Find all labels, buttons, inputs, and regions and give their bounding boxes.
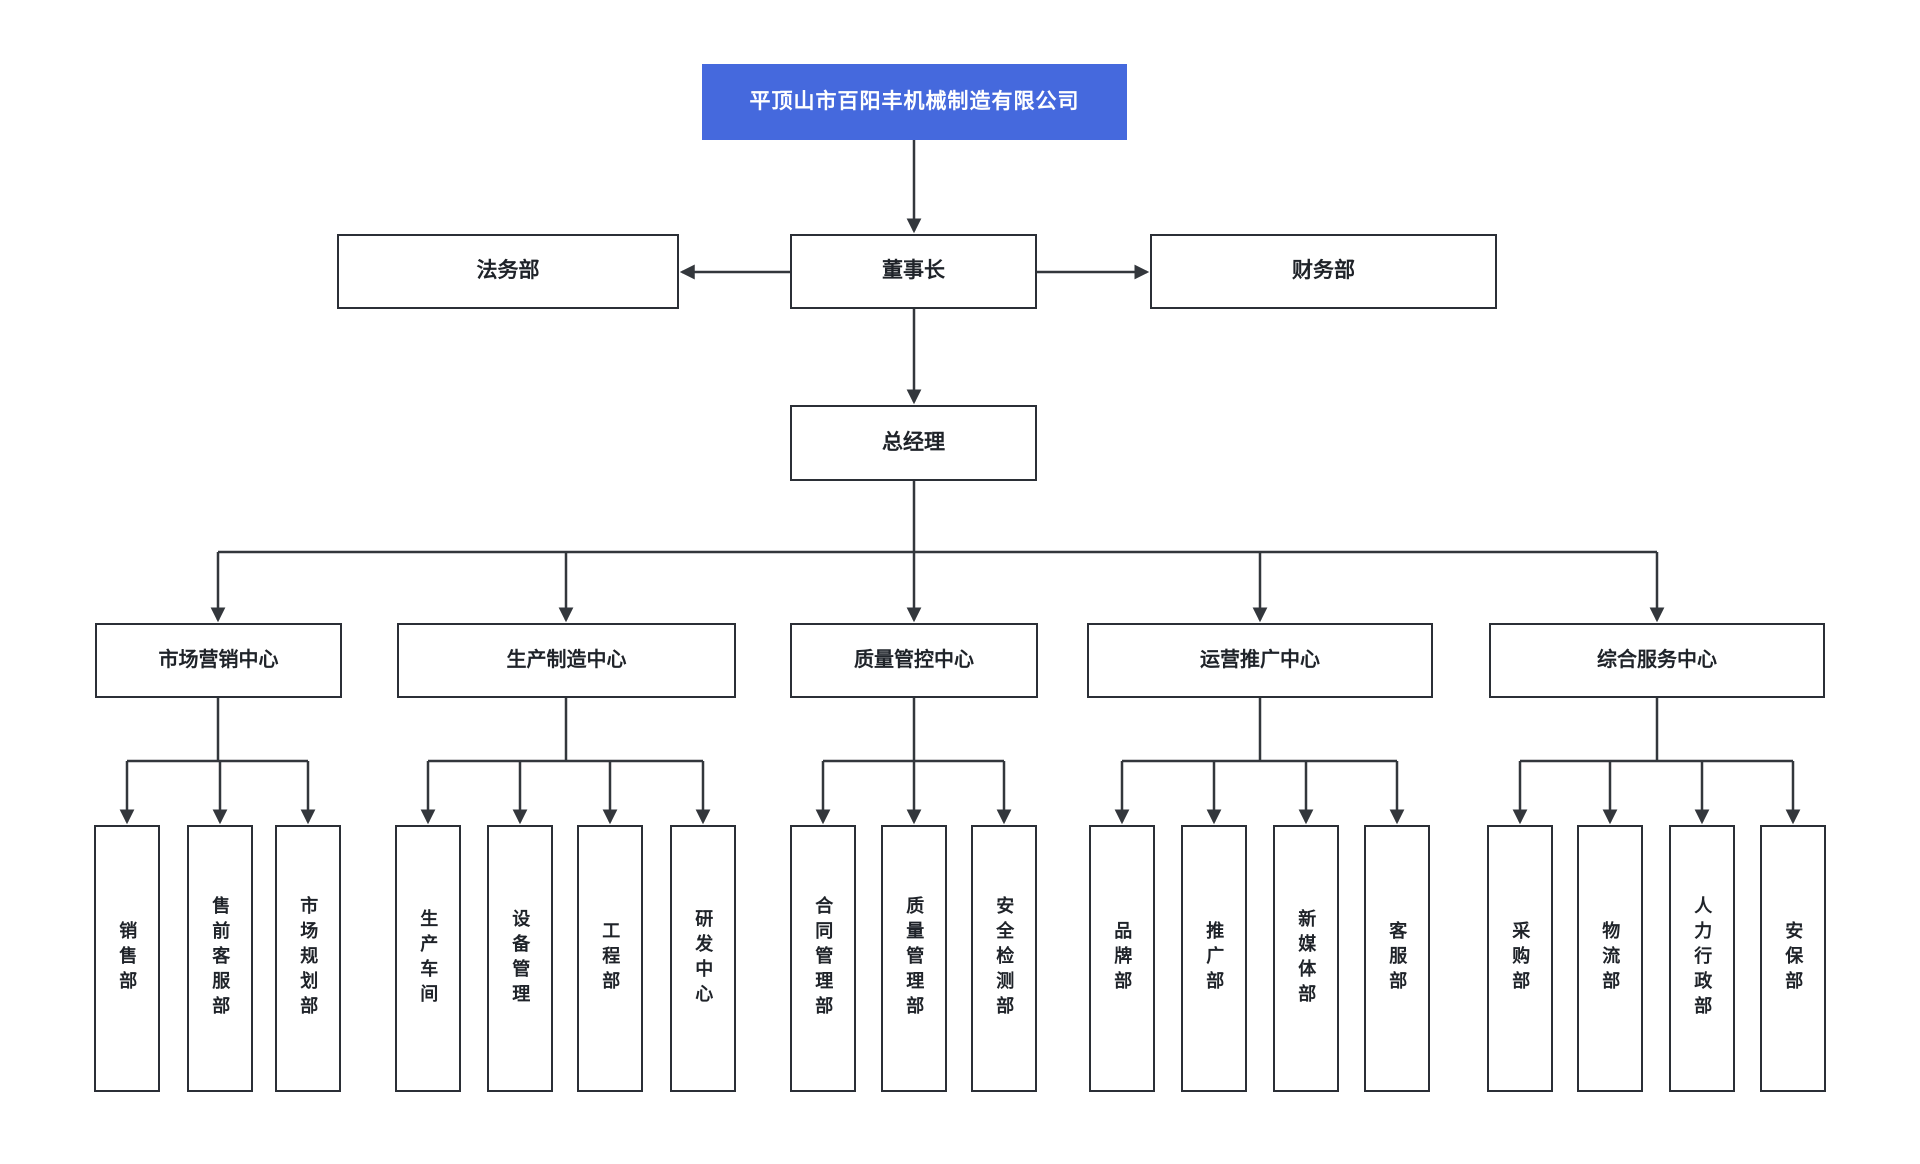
node-safety-inspection-dept: 安全检测部 — [971, 825, 1037, 1092]
node-customer-service-dept: 客服部 — [1364, 825, 1430, 1092]
node-equipment-management: 设备管理 — [487, 825, 553, 1092]
node-sales-dept: 销售部 — [94, 825, 160, 1092]
node-promotion-dept: 推广部 — [1181, 825, 1247, 1092]
node-production-center: 生产制造中心 — [397, 623, 736, 698]
node-chairman: 董事长 — [790, 234, 1037, 309]
node-contract-management-dept: 合同管理部 — [790, 825, 856, 1092]
node-general-manager: 总经理 — [790, 405, 1037, 481]
node-quality-center: 质量管控中心 — [790, 623, 1038, 698]
node-quality-management-dept: 质量管理部 — [881, 825, 947, 1092]
node-brand-dept: 品牌部 — [1089, 825, 1155, 1092]
node-marketing-center: 市场营销中心 — [95, 623, 342, 698]
node-operations-center: 运营推广中心 — [1087, 623, 1433, 698]
node-market-planning-dept: 市场规划部 — [275, 825, 341, 1092]
node-finance-dept: 财务部 — [1150, 234, 1497, 309]
node-rd-center: 研发中心 — [670, 825, 736, 1092]
node-services-center: 综合服务中心 — [1489, 623, 1825, 698]
node-logistics-dept: 物流部 — [1577, 825, 1643, 1092]
node-presales-service-dept: 售前客服部 — [187, 825, 253, 1092]
node-hr-admin-dept: 人力行政部 — [1669, 825, 1735, 1092]
node-security-dept: 安保部 — [1760, 825, 1826, 1092]
node-new-media-dept: 新媒体部 — [1273, 825, 1339, 1092]
node-company: 平顶山市百阳丰机械制造有限公司 — [702, 64, 1127, 140]
node-procurement-dept: 采购部 — [1487, 825, 1553, 1092]
node-engineering-dept: 工程部 — [577, 825, 643, 1092]
node-production-workshop: 生产车间 — [395, 825, 461, 1092]
node-legal-dept: 法务部 — [337, 234, 679, 309]
